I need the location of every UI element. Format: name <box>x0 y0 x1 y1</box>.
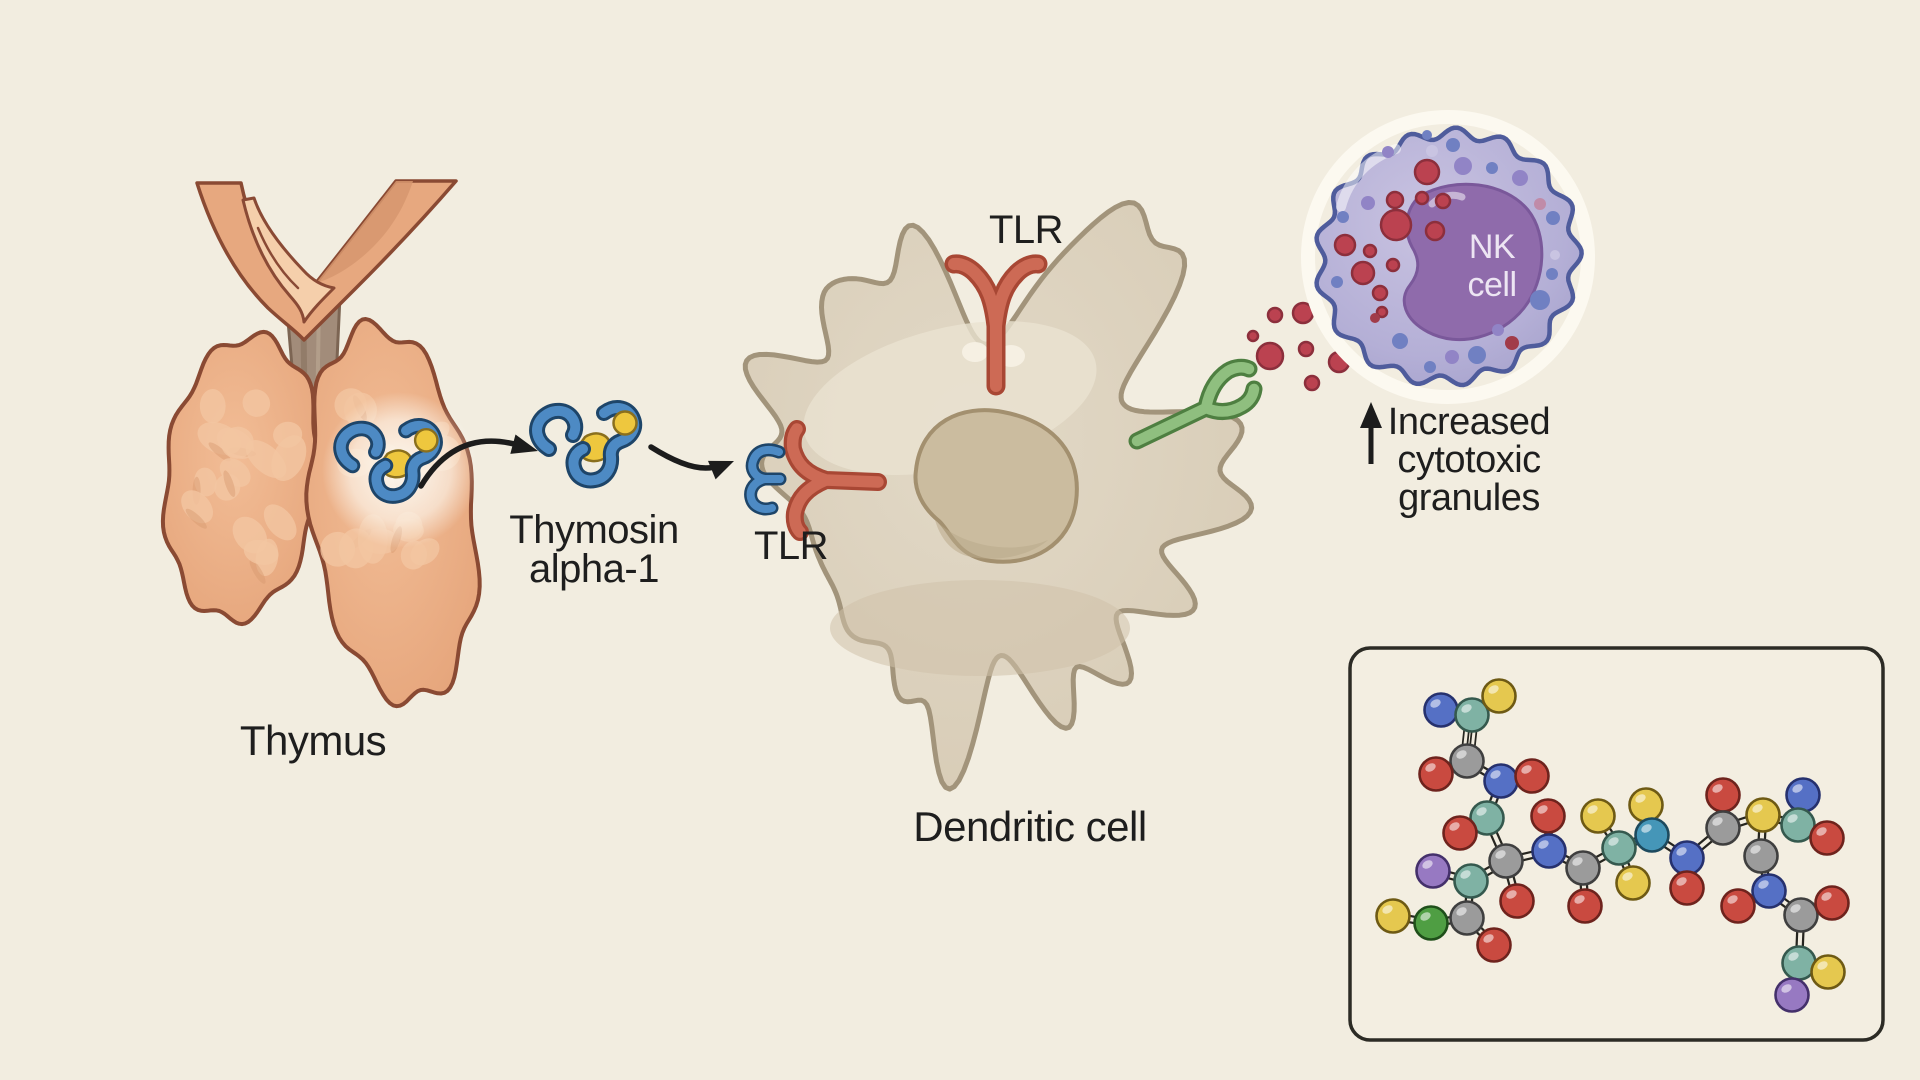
dendritic-nucleus <box>913 408 1079 564</box>
yellow-atom <box>1615 865 1651 901</box>
tlr-receptor-top <box>944 254 1048 396</box>
red-atom <box>1814 885 1850 921</box>
blue-atom <box>1751 873 1787 909</box>
nk-cell <box>1301 110 1595 404</box>
yellow-atom <box>1580 798 1616 834</box>
cyan-atom <box>1634 817 1670 853</box>
red-atom <box>1705 777 1741 813</box>
thymus-label: Thymus <box>239 717 387 764</box>
nk-granules <box>1333 158 1452 319</box>
thymosin-alpha1-molecule <box>529 400 643 489</box>
red-atom <box>1567 888 1603 924</box>
increase-arrow <box>1360 402 1382 464</box>
nk-halo <box>1301 110 1595 404</box>
purple-atom <box>1415 853 1451 889</box>
gray-atom <box>1743 838 1779 874</box>
arrow-thymus-to-thymosin <box>418 434 538 489</box>
nucleus-shade <box>935 520 1048 559</box>
nk-cytoplasm-dots <box>1331 130 1560 373</box>
yellow-atom <box>1375 898 1411 934</box>
blue-atom <box>1483 763 1519 799</box>
red-atom <box>1669 870 1705 906</box>
arrow-thymosin-to-tlr <box>648 444 734 480</box>
thymosin-ligand-bound <box>744 443 787 516</box>
red-atom <box>1809 820 1845 856</box>
blue-atom <box>1785 777 1821 813</box>
yellow-atom <box>1481 678 1517 714</box>
blue-atom <box>1531 833 1567 869</box>
green-atom <box>1413 905 1449 941</box>
dendritic-cell <box>742 200 1263 792</box>
dendritic-cell-label: Dendritic cell <box>913 803 1147 850</box>
green-receptor <box>1128 358 1263 450</box>
gray-atom <box>1783 897 1819 933</box>
red-atom <box>1499 883 1535 919</box>
gray-atom <box>1705 810 1741 846</box>
peptide-yellow-bead <box>612 410 638 436</box>
thymus-vessels <box>195 179 458 342</box>
cytoplasm-shade <box>830 580 1130 676</box>
red-atom <box>1476 927 1512 963</box>
red-atom <box>1514 758 1550 794</box>
gray-atom <box>1449 743 1485 779</box>
red-atom <box>1720 888 1756 924</box>
yellow-atom <box>1810 954 1846 990</box>
blue-atom <box>1669 840 1705 876</box>
blue-atom <box>1423 692 1459 728</box>
thymosin-alpha1-label: Thymosin alpha-1 <box>509 508 679 591</box>
red-atom <box>1418 756 1454 792</box>
nk-cell-label: NK cell <box>1467 228 1517 304</box>
gray-atom <box>1565 850 1601 886</box>
increased-granules-label: Increased cytotoxic granules <box>1387 401 1551 519</box>
teal-atom <box>1453 863 1489 899</box>
tlr-top-label: TLR <box>988 208 1064 252</box>
tlr-left-label: TLR <box>753 524 829 568</box>
yellow-atom <box>1628 787 1664 823</box>
gray-atom <box>1488 843 1524 879</box>
tlr-receptor-left <box>783 420 887 541</box>
gloss-spot <box>962 342 988 362</box>
purple-atom <box>1774 977 1810 1013</box>
molecular-structure-inset <box>1348 646 1885 1042</box>
teal-atom <box>1601 830 1637 866</box>
molecule-atoms <box>1375 678 1850 1013</box>
yellow-atom <box>1745 797 1781 833</box>
gray-atom <box>1449 900 1485 936</box>
red-atom <box>1442 815 1478 851</box>
red-atom <box>1530 798 1566 834</box>
